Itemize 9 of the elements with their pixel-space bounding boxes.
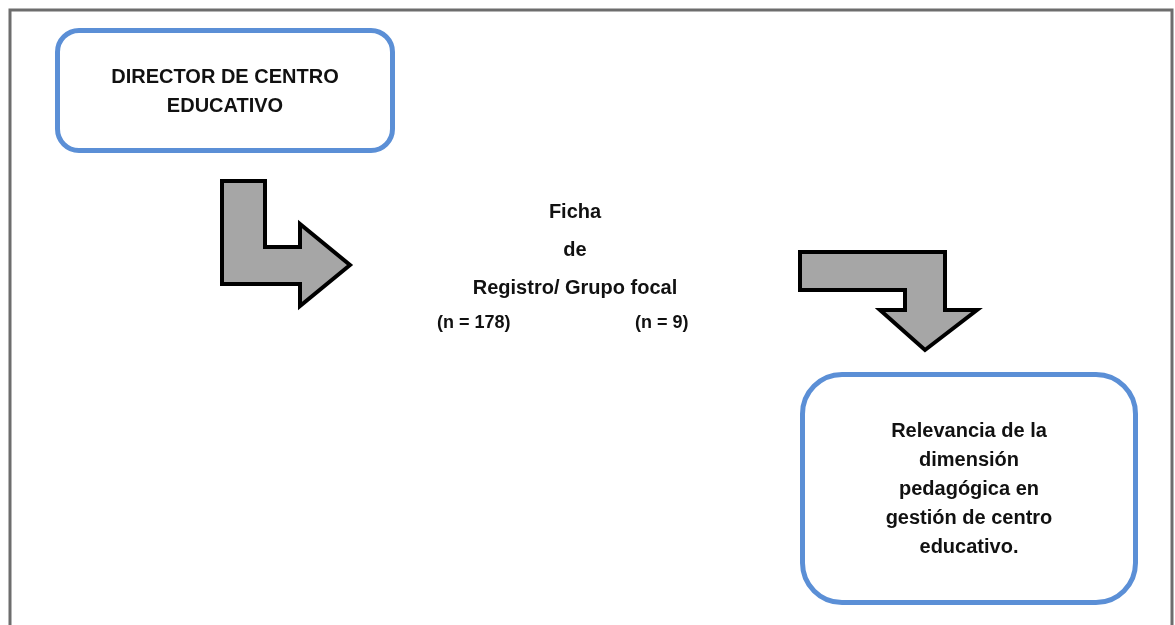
block-arrow bbox=[220, 179, 354, 311]
method-text: Ficha de Registro/ Grupo focal bbox=[472, 199, 678, 300]
block-arrow bbox=[798, 250, 983, 353]
rounded-box bbox=[55, 28, 395, 153]
box-text: Relevancia de la dimensión pedagógica en gestión de centro educativo. bbox=[884, 418, 1054, 559]
rounded-box bbox=[800, 372, 1138, 605]
sample-size: (n = 178) bbox=[437, 312, 511, 333]
box-text: DIRECTOR DE CENTRO EDUCATIVO bbox=[110, 63, 340, 118]
sample-size: (n = 9) bbox=[635, 312, 689, 333]
